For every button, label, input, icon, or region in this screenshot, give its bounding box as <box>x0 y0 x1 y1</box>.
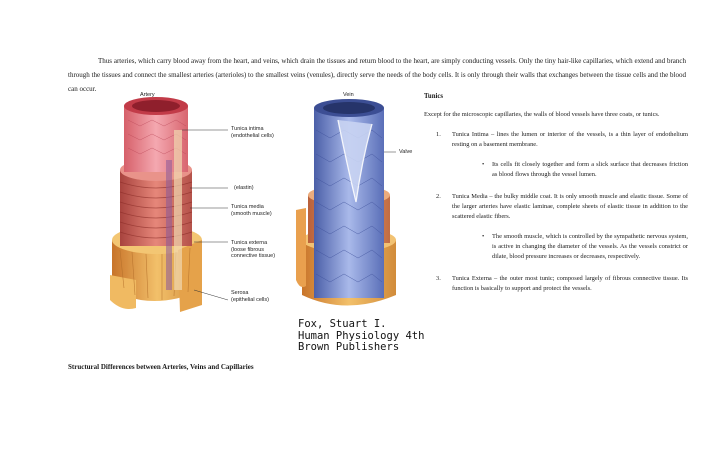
bullet-item: • Its cells fit closely together and for… <box>424 160 688 180</box>
tunics-intro: Except for the microscopic capillaries, … <box>424 111 660 118</box>
list-item: 1. Tunica Intima – lines the lumen or in… <box>424 130 688 150</box>
list-item: 2. Tunica Media – the bulky middle coat.… <box>424 192 688 222</box>
label-valve: Valve <box>399 149 413 155</box>
item-number: 2. <box>436 193 441 200</box>
item-text: Tunica Media – the bulky middle coat. It… <box>452 193 688 220</box>
bullet-icon: • <box>482 161 485 168</box>
label-tunica-intima: Tunica intima (endothelial cells) <box>231 126 274 139</box>
artery-title: Artery <box>140 92 155 98</box>
list-item: 3. Tunica Externa – the outer most tunic… <box>424 274 688 294</box>
bullet-text: The smooth muscle, which is controlled b… <box>492 233 688 260</box>
bullet-text: Its cells fit closely together and form … <box>492 161 688 178</box>
vessel-drawing <box>110 97 396 312</box>
artery-drawing <box>110 97 202 312</box>
vein-title: Vein <box>343 92 354 98</box>
vein-drawing <box>296 99 396 306</box>
intro-text: Thus arteries, which carry blood away fr… <box>68 57 686 93</box>
item-text: Tunica Externa – the outer most tunic; c… <box>452 275 688 292</box>
intro-paragraph: Thus arteries, which carry blood away fr… <box>68 54 686 96</box>
label-elastin: (elastin) <box>234 185 254 191</box>
tunics-section: Tunics Except for the microscopic capill… <box>424 92 688 304</box>
label-serosa: Serosa (epithelial cells) <box>231 290 269 303</box>
label-tunica-media: Tunica media (smooth muscle) <box>231 204 272 217</box>
bullet-icon: • <box>482 233 485 240</box>
figure-credit: Fox, Stuart I. Human Physiology 4th Brow… <box>298 318 425 353</box>
item-number: 1. <box>436 131 441 138</box>
tunics-heading: Tunics <box>424 93 444 100</box>
item-text: Tunica Intima – lines the lumen or inter… <box>452 131 688 148</box>
label-tunica-externa: Tunica externa (loose fibrous connective… <box>231 240 276 259</box>
vessel-illustration: Artery Vein Tunica intima (endothelial c… <box>110 90 426 362</box>
bullet-item: • The smooth muscle, which is controlled… <box>424 232 688 262</box>
item-number: 3. <box>436 275 441 282</box>
figure-caption: Structural Differences between Arteries,… <box>68 363 254 371</box>
